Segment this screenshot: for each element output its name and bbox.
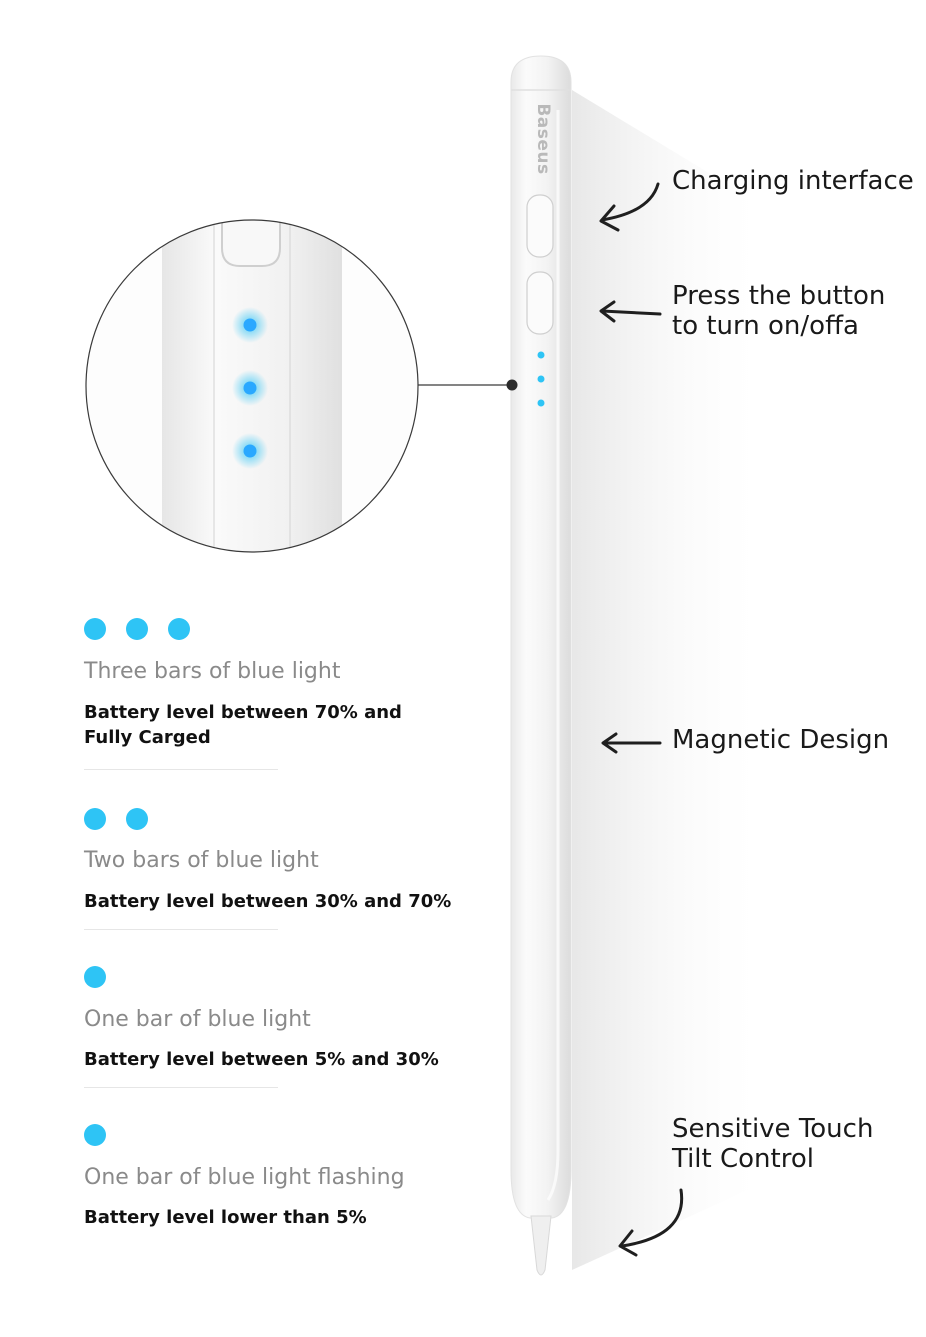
led-dot-icon: [84, 618, 106, 640]
led-dot-icon: [126, 618, 148, 640]
legend-title: One bar of blue light flashing: [84, 1165, 405, 1190]
arrow-icon: [599, 300, 662, 323]
led-dot-icon: [84, 966, 106, 988]
pen-led: [537, 351, 545, 359]
arrow-icon: [601, 732, 662, 754]
legend-title: One bar of blue light: [84, 1007, 311, 1032]
pen-body: [510, 55, 572, 1276]
callout-magnetic-design: Magnetic Design: [672, 725, 890, 755]
legend-description-line: Fully Carged: [84, 727, 211, 748]
pen-led: [537, 399, 545, 407]
legend-title: Two bars of blue light: [84, 848, 319, 873]
led-indicator-one-flashing: [84, 1124, 106, 1146]
led-indicator-one: [84, 966, 106, 988]
callout-power-button-line2: to turn on/offa: [672, 311, 859, 341]
lens-connector-dot: [506, 379, 518, 391]
charging-port: [526, 194, 554, 258]
lens-led: [243, 381, 257, 395]
pen-led: [537, 375, 545, 383]
callout-sensitive-touch-line2: Tilt Control: [672, 1144, 814, 1174]
power-button: [526, 271, 554, 335]
callout-power-button-line1: Press the button: [672, 281, 886, 311]
legend-description-line: Battery level between 70% and: [84, 702, 402, 723]
callout-power-button: Press the button to turn on/offa: [672, 281, 885, 341]
callout-sensitive-touch: Sensitive Touch Tilt Control: [672, 1114, 873, 1174]
arrow-icon: [618, 1188, 684, 1257]
legend-title: Three bars of blue light: [84, 659, 341, 684]
legend-description: Battery level lower than 5%: [84, 1207, 367, 1228]
callout-charging-interface: Charging interface: [672, 166, 914, 196]
lens-led: [243, 444, 257, 458]
arrow-icon: [599, 182, 660, 232]
divider: [84, 769, 278, 770]
led-indicator-three: [84, 618, 194, 640]
legend-description: Battery level between 70% and Fully Carg…: [84, 700, 402, 750]
pen-tip: [530, 1215, 552, 1276]
callout-sensitive-touch-line1: Sensitive Touch: [672, 1114, 874, 1144]
legend-description: Battery level between 5% and 30%: [84, 1049, 439, 1070]
led-dot-icon: [126, 808, 148, 830]
led-dot-icon: [84, 1124, 106, 1146]
pen-shadow: [572, 90, 770, 1270]
lens-led: [243, 318, 257, 332]
brand-logo: Baseus: [533, 103, 553, 175]
led-dot-icon: [168, 618, 190, 640]
divider: [84, 1087, 278, 1088]
divider: [84, 929, 278, 930]
zoom-lens: [86, 220, 418, 552]
legend-description: Battery level between 30% and 70%: [84, 891, 452, 912]
led-indicator-two: [84, 808, 154, 830]
led-dot-icon: [84, 808, 106, 830]
